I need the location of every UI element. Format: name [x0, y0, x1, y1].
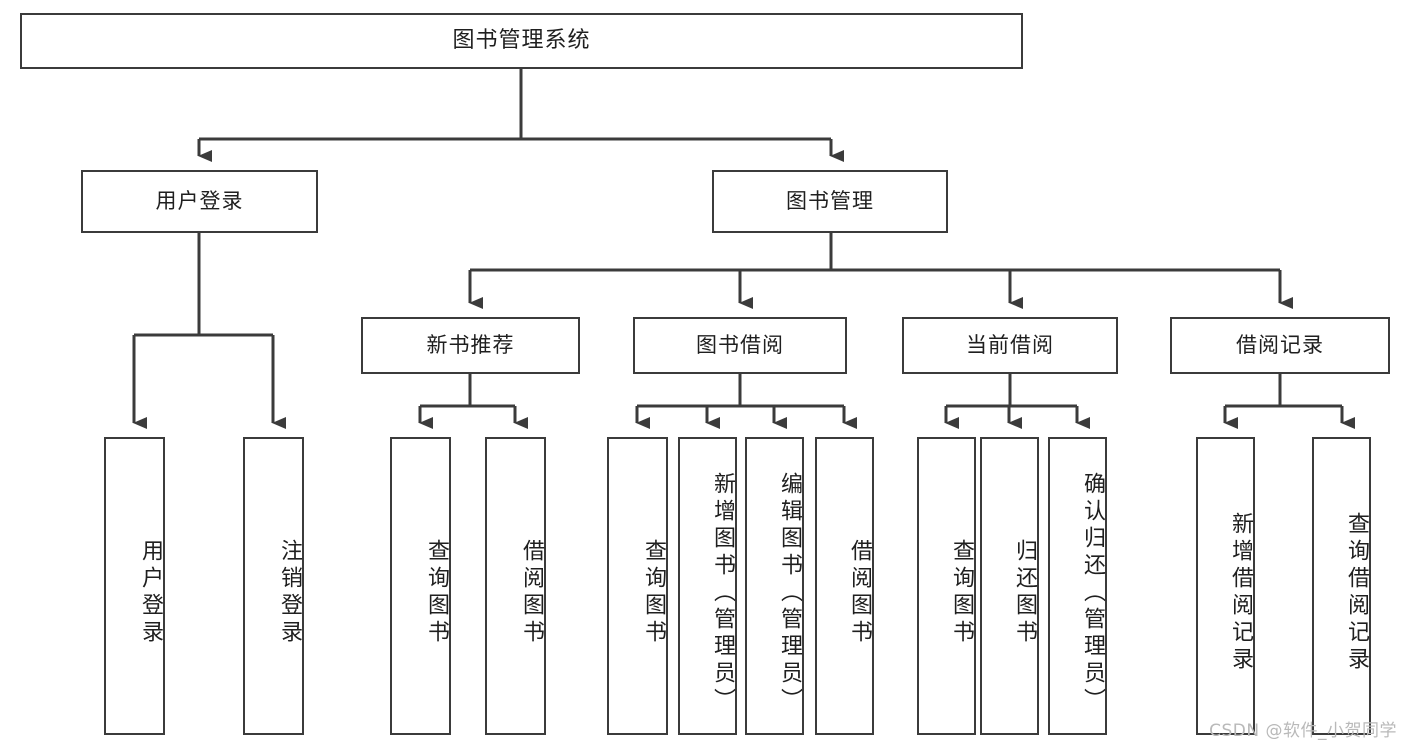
- leaf-query-book-1-label: 查询图书: [424, 539, 449, 647]
- leaf-query-book-1[interactable]: 查询图书: [390, 437, 451, 735]
- leaf-return-book-label: 归还图书: [1012, 539, 1037, 647]
- leaf-query-record-label: 查询借阅记录: [1344, 512, 1369, 674]
- leaf-confirm-return[interactable]: 确认归还（管理员）: [1048, 437, 1107, 735]
- csdn-watermark: CSDN @软件_小贺同学: [1209, 721, 1397, 741]
- leaf-borrow-book-2-label: 借阅图书: [847, 539, 872, 647]
- leaf-return-book[interactable]: 归还图书: [980, 437, 1039, 735]
- leaf-confirm-return-label: 确认归还（管理员）: [1080, 471, 1105, 715]
- node-new-book-rec[interactable]: 新书推荐: [361, 317, 580, 374]
- node-new-book-rec-label: 新书推荐: [426, 333, 515, 358]
- node-current-borrow-label: 当前借阅: [966, 333, 1054, 358]
- node-book-manage[interactable]: 图书管理: [712, 170, 948, 233]
- leaf-borrow-book-1-label: 借阅图书: [519, 539, 544, 647]
- leaf-user-login-label: 用户登录: [138, 539, 163, 647]
- node-user-login-label: 用户登录: [155, 189, 244, 214]
- leaf-query-book-2[interactable]: 查询图书: [607, 437, 668, 735]
- node-book-borrow-label: 图书借阅: [696, 333, 784, 358]
- leaf-user-login[interactable]: 用户登录: [104, 437, 165, 735]
- leaf-add-record[interactable]: 新增借阅记录: [1196, 437, 1255, 735]
- node-current-borrow[interactable]: 当前借阅: [902, 317, 1118, 374]
- leaf-query-book-3[interactable]: 查询图书: [917, 437, 976, 735]
- leaf-logout-label: 注销登录: [277, 539, 302, 647]
- leaf-add-record-label: 新增借阅记录: [1228, 512, 1253, 674]
- node-borrow-record-label: 借阅记录: [1236, 333, 1324, 358]
- node-book-manage-label: 图书管理: [786, 189, 874, 214]
- leaf-borrow-book-1[interactable]: 借阅图书: [485, 437, 546, 735]
- node-user-login[interactable]: 用户登录: [81, 170, 318, 233]
- leaf-edit-book[interactable]: 编辑图书（管理员）: [745, 437, 804, 735]
- leaf-query-book-2-label: 查询图书: [641, 539, 666, 647]
- leaf-add-book-label: 新增图书（管理员）: [710, 471, 735, 715]
- node-root[interactable]: 图书管理系统: [20, 13, 1023, 69]
- leaf-edit-book-label: 编辑图书（管理员）: [777, 471, 802, 715]
- leaf-logout[interactable]: 注销登录: [243, 437, 304, 735]
- leaf-add-book[interactable]: 新增图书（管理员）: [678, 437, 737, 735]
- node-borrow-record[interactable]: 借阅记录: [1170, 317, 1390, 374]
- node-book-borrow[interactable]: 图书借阅: [633, 317, 847, 374]
- leaf-query-book-3-label: 查询图书: [949, 539, 974, 647]
- node-root-label: 图书管理系统: [452, 28, 591, 54]
- leaf-query-record[interactable]: 查询借阅记录: [1312, 437, 1371, 735]
- leaf-borrow-book-2[interactable]: 借阅图书: [815, 437, 874, 735]
